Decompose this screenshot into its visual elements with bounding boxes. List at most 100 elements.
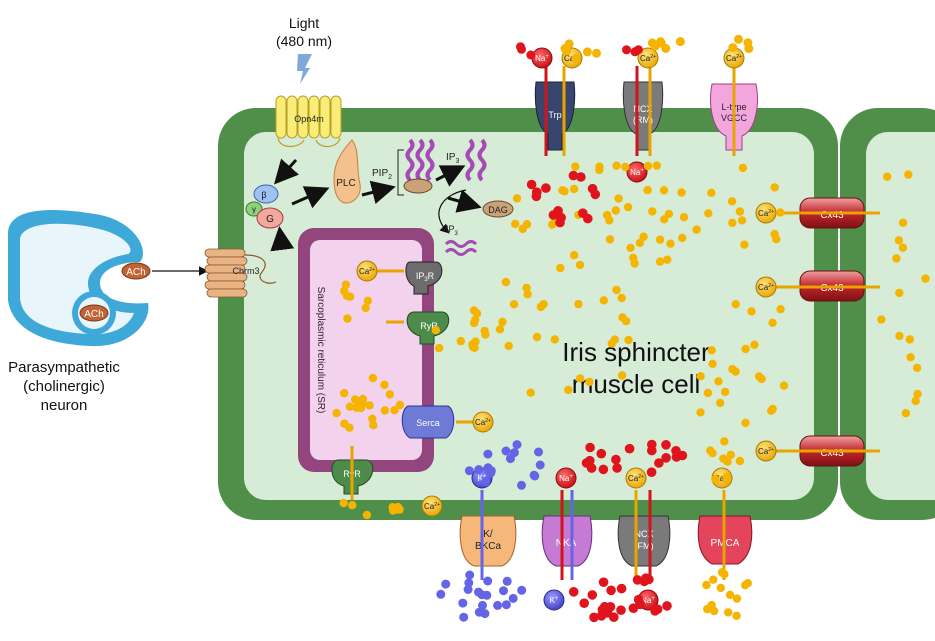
- ion-dot: [575, 260, 585, 270]
- ion-dot: [726, 450, 735, 459]
- ion-dot: [526, 179, 537, 190]
- ion-dot: [741, 344, 750, 354]
- ion-dot: [722, 472, 732, 482]
- ion-dot: [481, 477, 491, 487]
- ion-dot: [652, 161, 661, 170]
- ncx-fm-label-2: (FM): [635, 541, 654, 551]
- ion-dot: [662, 601, 672, 611]
- ion-dot: [598, 464, 609, 475]
- ion-dot: [696, 408, 705, 417]
- ion-dot: [522, 220, 532, 229]
- ion-dot: [464, 578, 474, 588]
- trp-label: Trp: [548, 110, 561, 120]
- ip3-bound-label: IP3: [446, 224, 459, 237]
- light-label-2: (480 nm): [276, 33, 332, 49]
- ion-dot: [501, 446, 511, 456]
- ion-dot: [395, 400, 405, 410]
- ion-dot: [692, 225, 701, 234]
- ion-dot: [643, 161, 653, 171]
- ion-dot: [355, 401, 364, 410]
- ion-dot: [731, 300, 740, 309]
- cx43-label-1: Cx43: [820, 210, 844, 221]
- ca-cloud-sr-interior: [332, 373, 405, 432]
- plc-label: PLC: [336, 178, 355, 189]
- ion-dot: [531, 191, 542, 202]
- ion-dot: [509, 300, 519, 309]
- ion-dot: [612, 463, 622, 473]
- ion-dot: [517, 480, 526, 490]
- ion-dot: [905, 335, 914, 344]
- ion-dot: [624, 335, 633, 345]
- g-protein: β γ G: [245, 184, 284, 229]
- ion-dot: [732, 594, 742, 603]
- na-cloud-inside-bottom: [581, 439, 688, 478]
- nka-pump: NKA: [541, 515, 593, 567]
- ion-dot: [770, 229, 779, 239]
- ip3-molecule: [465, 138, 487, 182]
- ion-dot: [707, 188, 716, 197]
- ion-dot: [655, 235, 665, 244]
- ion-dot: [576, 172, 586, 182]
- ion-dot: [564, 385, 573, 395]
- ion-dot: [499, 586, 508, 596]
- g-beta-subunit: [253, 184, 279, 204]
- ion-dot: [895, 331, 904, 341]
- ion-dot: [735, 456, 745, 466]
- ion-dot: [711, 475, 720, 484]
- g-beta-label: β: [261, 190, 266, 200]
- ion-dot: [616, 605, 626, 615]
- ca-ion-label-serca: Ca2+: [472, 411, 494, 433]
- ion-dot: [664, 209, 674, 219]
- ion-dot: [677, 188, 686, 197]
- ion-dot: [474, 607, 484, 617]
- ion-dot: [610, 335, 619, 344]
- ion-dot: [511, 219, 520, 229]
- k-cloud-outside: [436, 570, 527, 622]
- ion-dot: [569, 184, 579, 194]
- ion-dot: [395, 505, 404, 514]
- ion-dot: [666, 239, 675, 248]
- bkca-label-2: BKCa: [475, 541, 502, 552]
- ca-cloud-near-ryr: [431, 315, 490, 353]
- ion-dot: [747, 307, 756, 316]
- na-cloud-outside-top-1: [516, 42, 536, 60]
- ion-dot: [609, 612, 619, 622]
- ion-dot: [738, 163, 748, 173]
- parasympathetic-neuron: ACh ACh Parasympathetic (cholinergic) ne…: [8, 209, 209, 414]
- ion-dot: [618, 313, 627, 322]
- na-ion-label-nka: Na+: [555, 467, 577, 489]
- ion-dot: [558, 186, 567, 195]
- ion-dot: [714, 377, 723, 386]
- ion-dot: [732, 611, 741, 620]
- synaptic-vesicle: ACh: [72, 291, 116, 335]
- ion-dot: [768, 318, 777, 327]
- ion-dot: [614, 194, 623, 203]
- ncx-rm-label-1: NCX: [633, 104, 652, 114]
- ion-dot: [661, 43, 671, 53]
- ion-dot: [343, 314, 352, 323]
- serca-label: Serca: [416, 418, 440, 428]
- ion-dot: [776, 208, 785, 217]
- ion-dot: [720, 437, 729, 446]
- ncx-fm-channel: NCX (FM): [617, 515, 671, 567]
- ion-dot: [898, 243, 908, 252]
- ion-dot: [648, 207, 657, 216]
- cell-title-2: muscle cell: [572, 369, 701, 399]
- ion-dot: [663, 255, 672, 264]
- ion-dot: [611, 454, 621, 465]
- ion-dot: [456, 336, 465, 346]
- pip2-to-dag-arrow: [447, 189, 482, 213]
- ion-dot: [469, 318, 479, 328]
- ion-dot: [678, 233, 687, 243]
- ion-dot: [709, 606, 719, 616]
- cell-title-1: Iris sphincter: [562, 337, 710, 367]
- ion-dot: [586, 463, 597, 473]
- ion-dot: [345, 423, 354, 432]
- ion-dot: [380, 380, 389, 389]
- g-gamma-subunit: [245, 201, 263, 217]
- ach-vesicle-label: ACh: [84, 309, 103, 320]
- ion-dot: [776, 305, 785, 314]
- ion-dot: [340, 389, 349, 398]
- ion-dot: [502, 576, 512, 586]
